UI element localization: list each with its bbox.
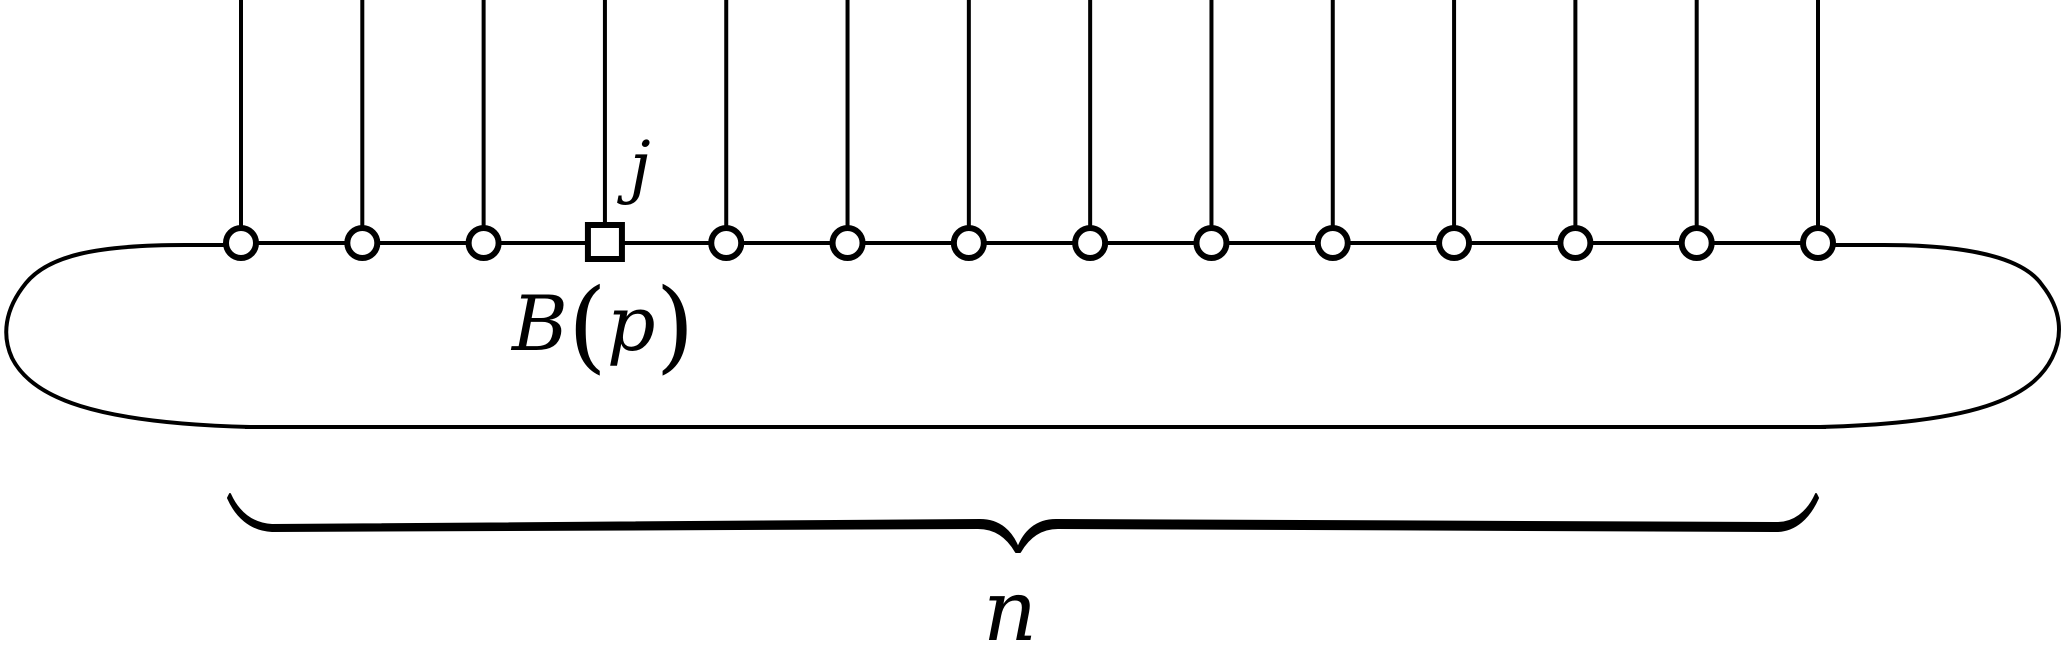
mps-site (1314, 225, 1351, 261)
mps-site (465, 225, 502, 261)
mps-site (829, 225, 866, 261)
boundary-loop (4, 243, 2061, 429)
boundary-operator-label: B(p) (510, 267, 695, 384)
mps-site (1436, 225, 1473, 261)
mps-site (1800, 225, 1836, 261)
mps-site (344, 225, 381, 261)
brace-label-n: n (983, 562, 1037, 660)
loop-left-end (4, 243, 251, 429)
mps-site (1072, 225, 1109, 261)
mps-site (1193, 225, 1230, 261)
boundary-symbol: B (510, 279, 568, 368)
physical-legs (239, 0, 1820, 243)
loop-right-end (1819, 243, 2061, 429)
mps-site (950, 225, 987, 261)
mps-site (1678, 225, 1715, 261)
mps-site (1557, 225, 1594, 261)
curly-brace (227, 493, 1819, 553)
mps-site (708, 225, 745, 261)
mps-site (223, 225, 259, 261)
mps-sites (223, 222, 1836, 262)
boundary-arg: p (607, 279, 656, 368)
boundary-close-paren: ) (656, 267, 695, 384)
boundary-operator-site (584, 222, 625, 262)
boundary-open-paren: ( (568, 267, 607, 384)
leg-label-j: j (616, 128, 650, 207)
